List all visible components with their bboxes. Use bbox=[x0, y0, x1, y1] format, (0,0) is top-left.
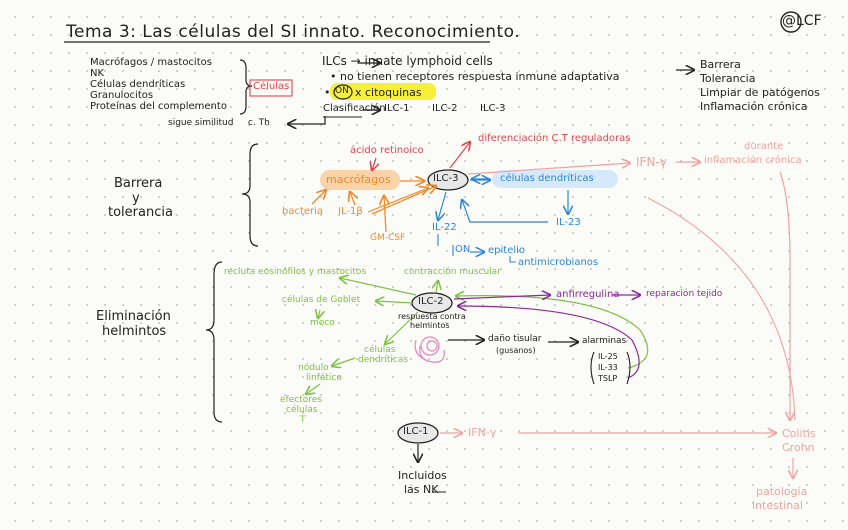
reparacion-label: reparación tejido bbox=[646, 289, 723, 299]
epitelio-label: epitelio bbox=[488, 245, 526, 256]
function-item: Limpiar de patógenos bbox=[700, 86, 820, 99]
patologia-label: patología bbox=[756, 485, 808, 498]
list-item: Granulocitos bbox=[90, 90, 154, 101]
on-label: ON bbox=[455, 244, 471, 255]
alarmin-item: IL-33 bbox=[598, 363, 618, 372]
incluidos-label: Incluidos bbox=[398, 469, 447, 482]
dendriticas-label: células bbox=[364, 345, 396, 355]
section-label: y bbox=[132, 191, 140, 206]
alarminas-label: alarminas bbox=[582, 336, 627, 346]
ilc3-node: ILC-3 bbox=[433, 173, 459, 184]
inflamacion-cronica: inflamación crónica bbox=[704, 155, 802, 166]
author-handle: @LCF bbox=[782, 13, 822, 29]
list-item: Células dendríticas bbox=[90, 79, 186, 90]
list-item: Macrófagos / mastocitos bbox=[90, 57, 212, 68]
goblet-label: células de Goblet bbox=[282, 295, 361, 305]
efectores-label: efectores bbox=[280, 395, 322, 405]
citoquinas-text: x citoquinas bbox=[355, 86, 422, 99]
sigue-similitud: sigue similitud bbox=[168, 118, 234, 128]
moco-label: moco bbox=[310, 318, 335, 328]
helminth-doodle bbox=[414, 336, 445, 363]
colitis-label: Colitis bbox=[782, 427, 816, 440]
class-ilc2: ILC-2 bbox=[432, 103, 458, 114]
anfirregulina-label: anfirregulina bbox=[556, 289, 620, 300]
gusanos-label: (gusanos) bbox=[496, 346, 536, 355]
section-label: helmintos bbox=[102, 324, 167, 339]
on-label: ON bbox=[335, 86, 349, 96]
function-item: Barrera bbox=[700, 58, 741, 71]
ifn-gamma: IFN-γ bbox=[636, 155, 667, 169]
bullet: • bbox=[324, 86, 331, 99]
recluta-label: recluta eosinófilos y mastocitos bbox=[224, 267, 367, 277]
nodulo-label: linfático bbox=[306, 373, 342, 383]
durante-label: durante bbox=[744, 141, 784, 152]
section-label: tolerancia bbox=[108, 205, 173, 220]
bacteria-label: bacteria bbox=[282, 206, 324, 217]
nodulo-label: nódulo bbox=[298, 363, 329, 373]
antimicrobianos-label: antimicrobianos bbox=[518, 257, 599, 268]
il1b-label: IL-1β bbox=[338, 206, 363, 217]
alarmin-item: TSLP bbox=[598, 374, 618, 383]
list-item: NK bbox=[90, 68, 105, 79]
class-ilc1: ILC-1 bbox=[384, 103, 410, 114]
cth-label: c. Th bbox=[248, 118, 270, 128]
dendriticas-node: células dendríticas bbox=[500, 173, 594, 184]
las-nk-label: las NK bbox=[404, 483, 439, 496]
acido-retinoico: ácido retinoico bbox=[350, 145, 424, 156]
intestinal-label: intestinal bbox=[752, 499, 803, 512]
ilc-no-receptors: • no tienen receptores respuesta inmune … bbox=[330, 70, 620, 83]
ilc-definition: ILCs → innate lymphoid cells bbox=[322, 54, 493, 68]
respuesta-label: helmintos bbox=[410, 321, 450, 330]
ilc2-node: ILC-2 bbox=[418, 296, 444, 307]
respuesta-label: respuesta contra bbox=[398, 312, 466, 321]
class-ilc3: ILC-3 bbox=[480, 103, 506, 114]
macrofagos-node: macrófagos bbox=[326, 173, 391, 186]
contraccion-label: contracción muscular bbox=[404, 267, 501, 277]
crohn-label: Crohn bbox=[782, 441, 815, 454]
efectores-label: T bbox=[300, 415, 306, 425]
function-item: Tolerancia bbox=[700, 72, 756, 85]
alarmin-item: IL-25 bbox=[598, 352, 618, 361]
gmcsf-label: GM-CSF bbox=[370, 233, 406, 243]
list-item: Proteínas del complemento bbox=[90, 101, 227, 112]
clasificacion-label: Clasificación bbox=[323, 103, 386, 114]
celulas-label: Células bbox=[253, 81, 290, 92]
efectores-label: células bbox=[286, 405, 318, 415]
diferenciacion-label: diferenciación C.T reguladoras bbox=[478, 133, 631, 144]
il23-label: IL-23 bbox=[556, 217, 581, 228]
ifn-gamma-ilc1: IFN-γ bbox=[468, 426, 497, 439]
page-title: Tema 3: Las células del SI innato. Recon… bbox=[66, 22, 521, 42]
section-label: Eliminación bbox=[96, 309, 171, 324]
ilc1-node: ILC-1 bbox=[403, 426, 429, 437]
function-item: Inflamación crónica bbox=[700, 100, 808, 113]
il22-label: IL-22 bbox=[432, 222, 457, 233]
dano-tisular: daño tisular bbox=[488, 334, 542, 344]
section-label: Barrera bbox=[114, 176, 163, 191]
dendriticas-label: dendríticas bbox=[358, 355, 409, 365]
